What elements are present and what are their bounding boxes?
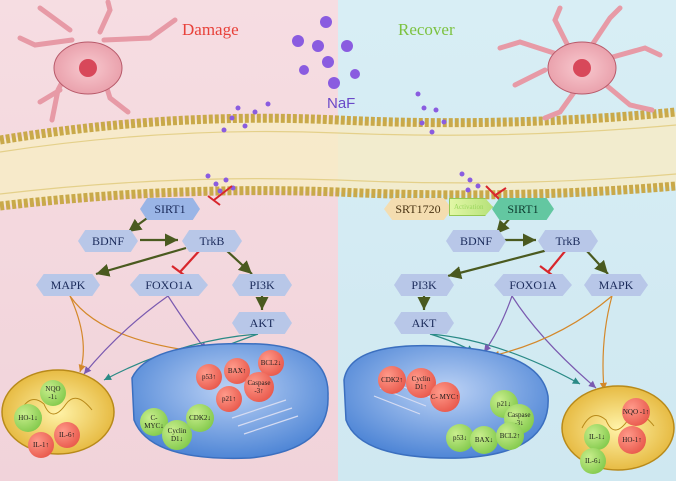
left-cmyc-marker: C- MYC↓ — [140, 408, 168, 436]
right-il6-marker: IL-6↓ — [580, 448, 606, 474]
left-sirt1-node: SIRT1 — [140, 198, 200, 220]
right-bax-marker: BAX↓ — [470, 426, 498, 454]
right-srt1720-node: SRT1720 — [384, 198, 452, 220]
neuron-right — [497, 5, 663, 121]
right-bdnf-node: BDNF — [446, 230, 506, 252]
left-mapk-node: MAPK — [36, 274, 100, 296]
left-bcl2-marker: BCL2↓ — [258, 350, 284, 376]
right-pi3k-node: PI3K — [394, 274, 454, 296]
left-p21-marker: p21↑ — [216, 386, 242, 412]
right-cdk2-marker: CDK2↑ — [378, 366, 406, 394]
left-p53-marker: p53↑ — [196, 364, 222, 390]
right-nqo1-marker: NQO -1↑ — [622, 398, 650, 426]
right-foxo1a-node: FOXO1A — [494, 274, 572, 296]
left-cyclind1-marker: Cyclin D1↓ — [162, 420, 192, 450]
activation-arrow: Activation — [449, 198, 493, 216]
naf-label: NaF — [327, 95, 356, 112]
cell-membrane — [0, 107, 676, 211]
left-cdk2-marker: CDK2↓ — [186, 404, 214, 432]
neuron-left — [17, 0, 178, 123]
left-akt-node: AKT — [232, 312, 292, 334]
left-trkb-node: TrkB — [182, 230, 242, 252]
damage-title: Damage — [182, 20, 239, 39]
right-il1-marker: IL-1↓ — [584, 424, 610, 450]
left-ho1-marker: HO-1↓ — [14, 404, 42, 432]
naf-particles — [205, 16, 481, 194]
left-caspase3-marker: Caspase -3↑ — [244, 372, 274, 402]
right-p53-marker: p53↓ — [446, 424, 474, 452]
left-il1-marker: IL-1↑ — [28, 432, 54, 458]
right-cmyc-marker: C- MYC↑ — [430, 382, 460, 412]
right-pathway-arrows — [417, 185, 613, 391]
left-il6-marker: IL-6↑ — [54, 422, 80, 448]
right-sirt1-node: SIRT1 — [492, 198, 554, 220]
left-bdnf-node: BDNF — [78, 230, 138, 252]
right-ho1-marker: HO-1↑ — [618, 426, 646, 454]
right-mapk-node: MAPK — [584, 274, 648, 296]
right-trkb-node: TrkB — [538, 230, 598, 252]
mitochondrion-right — [561, 385, 675, 471]
left-nqo1-marker: NQO -1↓ — [40, 380, 66, 406]
recover-title: Recover — [398, 20, 455, 39]
right-akt-node: AKT — [394, 312, 454, 334]
left-foxo1a-node: FOXO1A — [130, 274, 208, 296]
mitochondrion-left — [1, 369, 115, 455]
right-bcl2-marker: BCL2↑ — [496, 422, 524, 450]
left-pi3k-node: PI3K — [232, 274, 292, 296]
